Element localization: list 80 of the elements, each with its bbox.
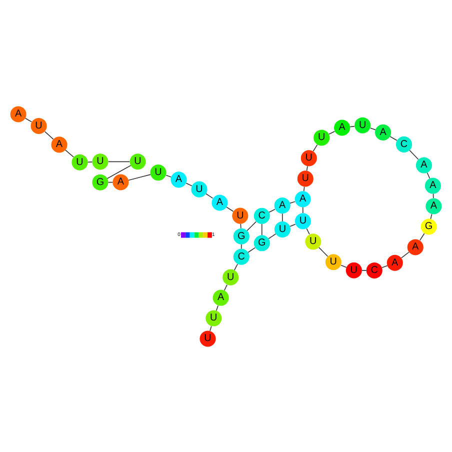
node-circle: U bbox=[191, 180, 208, 197]
node-circle: U bbox=[92, 153, 108, 170]
connector bbox=[282, 212, 283, 222]
node-circle: U bbox=[72, 154, 88, 170]
connector bbox=[128, 174, 151, 180]
connector bbox=[24, 117, 32, 122]
node-circle: A bbox=[212, 194, 228, 210]
connector bbox=[224, 284, 228, 290]
node-circle: U bbox=[222, 268, 239, 285]
connector bbox=[186, 182, 192, 186]
node-circle: U bbox=[150, 164, 166, 180]
connector bbox=[318, 246, 328, 256]
connector bbox=[340, 264, 347, 268]
node-circle: A bbox=[212, 289, 229, 306]
connector bbox=[216, 304, 218, 311]
node-circle: A bbox=[274, 197, 290, 214]
node-circle: G bbox=[254, 234, 270, 251]
connector bbox=[268, 208, 276, 212]
node-circle: A bbox=[10, 106, 26, 122]
node-circle: U bbox=[294, 212, 311, 229]
node-circle: C bbox=[396, 136, 412, 152]
connector bbox=[166, 174, 172, 177]
connector bbox=[430, 213, 432, 219]
connector bbox=[210, 325, 212, 331]
node-circle: A bbox=[112, 174, 129, 190]
connector bbox=[206, 192, 214, 198]
node-circle: U bbox=[200, 330, 216, 346]
connector bbox=[400, 251, 410, 258]
node-circle: U bbox=[305, 233, 322, 250]
node-circle: A bbox=[424, 177, 441, 194]
connector bbox=[87, 161, 93, 162]
node-circle: A bbox=[416, 156, 432, 173]
connector bbox=[390, 136, 398, 140]
node-circle: C bbox=[366, 262, 382, 278]
node-circle: U bbox=[314, 129, 330, 146]
node-circle: U bbox=[325, 254, 342, 270]
node-circle: U bbox=[232, 207, 248, 224]
node-circle: G bbox=[420, 218, 437, 234]
connector bbox=[64, 149, 74, 157]
node-circle: C bbox=[233, 248, 250, 264]
connector bbox=[108, 160, 130, 162]
node-circle: U bbox=[300, 150, 317, 166]
node-circle: A bbox=[375, 124, 392, 140]
connector bbox=[328, 130, 336, 134]
connector bbox=[409, 149, 419, 160]
connector bbox=[302, 206, 304, 213]
connector bbox=[382, 264, 388, 268]
connector bbox=[306, 165, 308, 171]
node-circle: G bbox=[92, 174, 108, 190]
node-circle: A bbox=[386, 254, 403, 270]
node-circle: U bbox=[274, 220, 290, 237]
connector bbox=[240, 243, 242, 249]
node-circle: U bbox=[354, 116, 371, 133]
connector bbox=[248, 246, 256, 252]
connector bbox=[312, 144, 318, 152]
connector bbox=[261, 223, 262, 236]
node-circle: A bbox=[407, 238, 424, 255]
connector bbox=[426, 172, 430, 178]
node-circle: A bbox=[51, 136, 68, 152]
node-circle: C bbox=[254, 207, 270, 224]
connector bbox=[350, 125, 355, 127]
connector bbox=[226, 206, 234, 212]
node-circle: U bbox=[206, 310, 222, 326]
node-circle: U bbox=[346, 262, 362, 278]
connector bbox=[420, 232, 425, 240]
node-circle: U bbox=[130, 153, 146, 170]
connector bbox=[290, 223, 296, 226]
node-circle: U bbox=[297, 170, 314, 186]
node-circle: G bbox=[233, 228, 250, 244]
connector bbox=[290, 200, 296, 204]
node-circle: A bbox=[170, 171, 187, 188]
node-circle: A bbox=[294, 190, 311, 207]
node-circle: A bbox=[426, 198, 442, 214]
connector bbox=[44, 130, 54, 140]
node-circle: U bbox=[30, 117, 47, 134]
connector bbox=[246, 220, 256, 230]
connector bbox=[106, 164, 132, 178]
connector bbox=[268, 232, 276, 239]
connector bbox=[234, 263, 238, 270]
node-circle: A bbox=[334, 119, 350, 136]
